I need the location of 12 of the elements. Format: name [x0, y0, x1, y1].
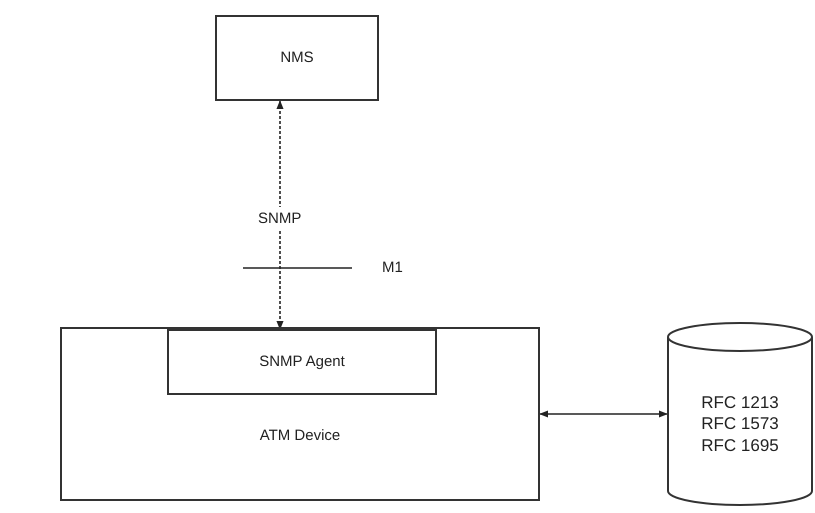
arrow [276, 100, 284, 330]
node-text: NMS [280, 48, 314, 68]
node-text: RFC 1695 [701, 434, 779, 456]
node-text: RFC 1213 [701, 392, 779, 414]
system-box [215, 15, 379, 101]
node-text: RFC 1573 [701, 413, 779, 435]
component-box [167, 329, 437, 395]
device-box [60, 327, 540, 501]
node-text: ATM Device [260, 427, 340, 446]
database-cylinder [667, 322, 813, 506]
node-text: SNMP Agent [259, 352, 345, 372]
arrow [539, 410, 668, 418]
